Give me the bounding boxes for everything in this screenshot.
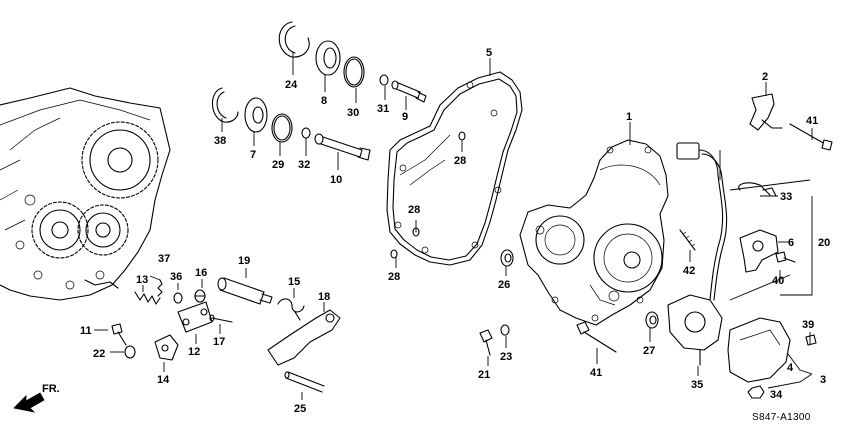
part-1-side-cover <box>519 139 669 326</box>
part-28-dowel <box>390 131 466 259</box>
callout-1: 1 <box>626 111 632 123</box>
callout-30: 30 <box>347 107 359 119</box>
front-direction-indicator: FR. <box>13 383 60 413</box>
front-arrow-icon <box>13 392 45 413</box>
part-8-seal <box>315 40 341 76</box>
part-21-bolt <box>479 329 493 356</box>
callout-15: 15 <box>288 276 300 288</box>
callout-38: 38 <box>214 135 226 147</box>
part-41-bolt-lower <box>576 321 617 353</box>
part-37-spring <box>157 279 163 297</box>
part-19-shaft <box>217 277 273 305</box>
part-36-washer <box>173 292 183 304</box>
callout-40: 40 <box>772 275 784 287</box>
part-2-bracket <box>749 93 783 131</box>
callout-36: 36 <box>170 271 182 283</box>
diagram-reference-code: S847-A1300 <box>752 412 811 423</box>
callout-28-c: 28 <box>388 271 400 283</box>
part-7-bearing <box>244 97 268 133</box>
part-22-washer <box>124 345 136 359</box>
callout-16: 16 <box>195 267 207 279</box>
part-4-cover <box>727 317 791 383</box>
callout-39: 39 <box>802 319 814 331</box>
callout-3: 3 <box>820 374 826 386</box>
leader-lines <box>94 52 813 400</box>
callout-41-b: 41 <box>590 367 602 379</box>
callout-6: 6 <box>788 237 794 249</box>
part-24-snap-ring <box>278 21 310 58</box>
callout-42: 42 <box>683 265 695 277</box>
part-23-washer <box>500 324 510 336</box>
callout-27: 27 <box>643 345 655 357</box>
callout-8: 8 <box>321 95 327 107</box>
part-17-pin <box>209 314 233 323</box>
callout-4: 4 <box>787 362 794 374</box>
part-25-pin <box>284 371 325 393</box>
part-41-bolt-upper <box>789 123 833 151</box>
callout-2: 2 <box>762 71 768 83</box>
callout-9: 9 <box>402 111 408 123</box>
callout-37: 37 <box>158 253 170 265</box>
callout-35: 35 <box>691 379 703 391</box>
part-32-washer <box>301 127 311 139</box>
part-27-seal <box>645 311 659 329</box>
part-14-bracket <box>154 334 179 361</box>
callout-11: 11 <box>80 325 92 337</box>
callout-17: 17 <box>213 336 225 348</box>
part-38-snap-ring <box>211 87 239 123</box>
callout-28-a: 28 <box>454 155 466 167</box>
callout-22: 22 <box>93 348 105 360</box>
part-39-bolt <box>805 334 817 346</box>
part-29-o-ring <box>271 113 293 143</box>
part-42-stud <box>679 229 696 251</box>
callout-19: 19 <box>238 255 250 267</box>
part-35-switch <box>667 294 723 366</box>
part-34-nut <box>747 385 765 399</box>
callout-24: 24 <box>285 79 298 91</box>
callout-34: 34 <box>770 389 783 401</box>
part-26-seal <box>500 249 514 267</box>
callout-28-b: 28 <box>408 204 420 216</box>
callout-20: 20 <box>818 237 830 249</box>
callout-14: 14 <box>157 374 170 386</box>
part-16-collar <box>194 289 206 303</box>
part-18-arm <box>267 309 341 366</box>
part-12-link <box>177 301 213 333</box>
callout-labels: 1 2 3 4 5 6 7 8 9 10 11 12 13 14 15 16 1… <box>80 47 830 415</box>
callout-23: 23 <box>500 351 512 363</box>
callout-18: 18 <box>318 291 330 303</box>
part-1-harness <box>676 142 728 301</box>
part-31-washer <box>379 74 389 86</box>
part-11-bolt <box>111 323 127 346</box>
front-direction-label: FR. <box>42 383 60 395</box>
callout-32: 32 <box>298 159 310 171</box>
callout-5: 5 <box>486 47 492 59</box>
part-30-o-ring <box>343 56 365 88</box>
callout-13: 13 <box>136 274 148 286</box>
part-6-sensor <box>739 229 779 273</box>
callout-25: 25 <box>294 403 306 415</box>
part-5-gasket <box>386 71 523 266</box>
callout-7: 7 <box>250 149 256 161</box>
callout-21: 21 <box>478 369 490 381</box>
part-9-pin <box>391 80 427 103</box>
callout-26: 26 <box>498 279 510 291</box>
callout-12: 12 <box>188 346 200 358</box>
part-10-shaft <box>314 133 371 161</box>
part-40-bolt <box>775 251 796 263</box>
callout-31: 31 <box>377 103 389 115</box>
callout-33: 33 <box>780 191 792 203</box>
part-15-spring <box>277 298 305 321</box>
callout-41-a: 41 <box>806 115 818 127</box>
transmission-case <box>0 87 171 301</box>
callout-29: 29 <box>272 159 284 171</box>
callout-10: 10 <box>330 174 342 186</box>
part-13-spring <box>134 291 161 305</box>
